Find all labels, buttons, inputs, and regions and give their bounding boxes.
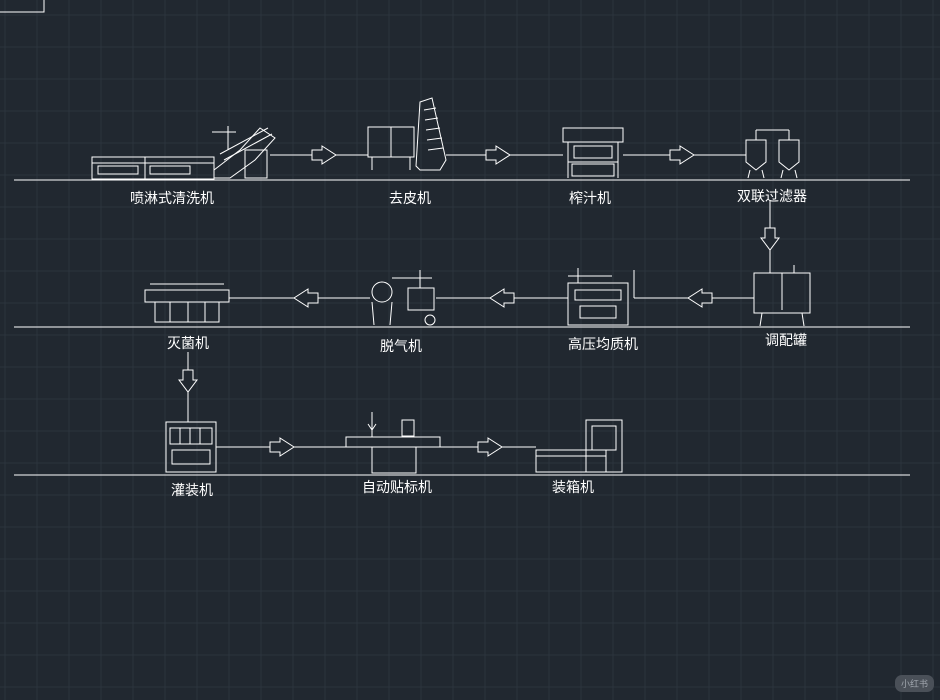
case-packer-drawing: [535, 419, 623, 473]
deaerator-drawing: [371, 270, 436, 326]
juicer-drawing: [562, 127, 624, 178]
peeler-drawing: [367, 97, 447, 171]
label-sterilizer: 灭菌机: [167, 336, 209, 352]
labeler-drawing: [345, 412, 441, 474]
label-peeler: 去皮机: [389, 191, 431, 207]
flow-connectors: [178, 145, 780, 457]
filler-drawing: [165, 421, 217, 473]
label-case-packer: 装箱机: [552, 480, 594, 496]
label-homogenizer: 高压均质机: [568, 337, 638, 353]
label-labeler: 自动贴标机: [362, 480, 432, 496]
label-filler: 灌装机: [171, 483, 213, 499]
blending-tank-drawing: [753, 265, 811, 327]
duplex-filter-drawing: [745, 129, 800, 179]
label-spray-washer: 喷淋式清洗机: [130, 191, 214, 207]
homogenizer-drawing: [567, 268, 635, 326]
watermark-badge: 小红书: [894, 675, 934, 692]
corner-frame: [0, 0, 45, 13]
spray-washer-drawing: [91, 126, 276, 180]
sterilizer-drawing: [144, 283, 230, 323]
label-deaerator: 脱气机: [380, 339, 422, 355]
label-blending-tank: 调配罐: [765, 333, 807, 349]
label-duplex-filter: 双联过滤器: [737, 189, 807, 205]
label-juicer: 榨汁机: [569, 191, 611, 207]
